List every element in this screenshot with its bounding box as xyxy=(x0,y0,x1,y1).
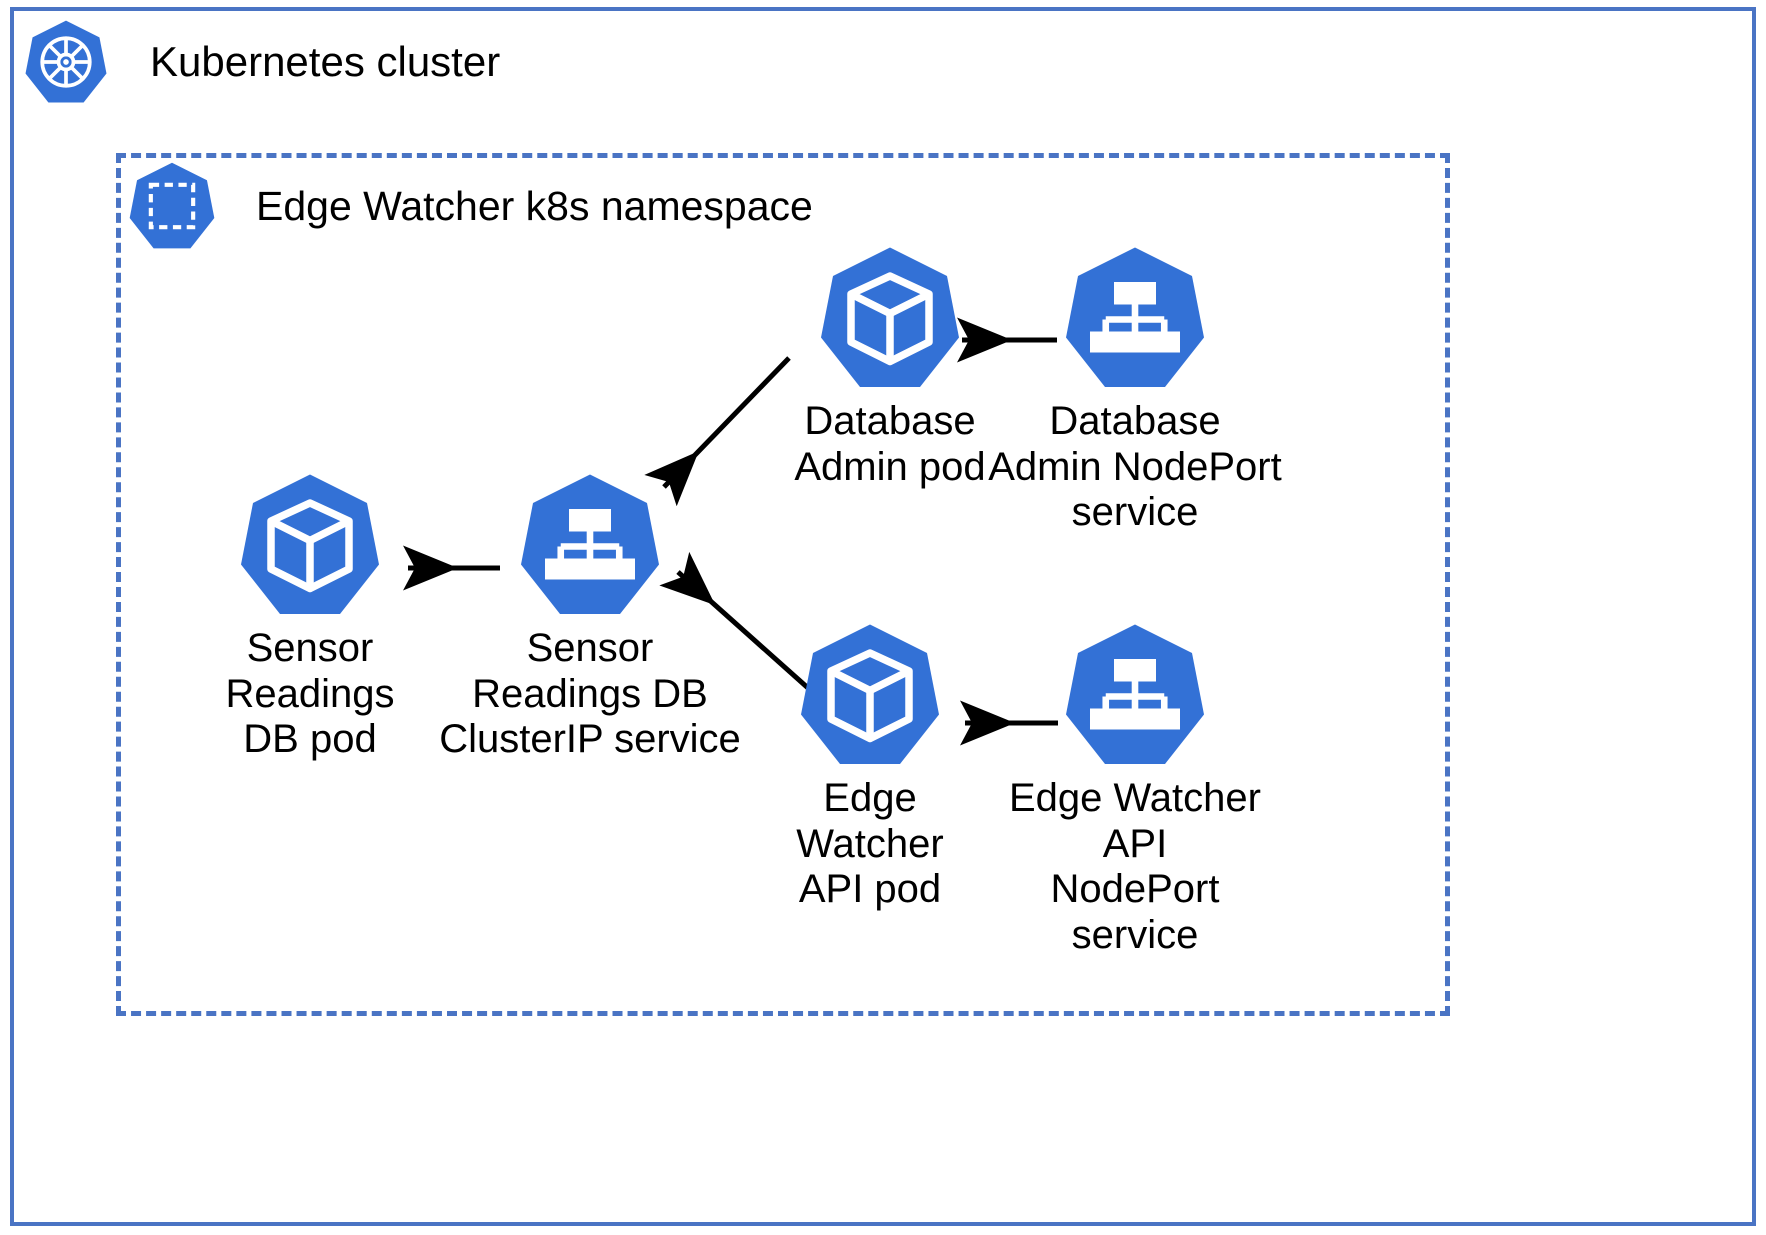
service-hierarchy-icon xyxy=(1060,243,1210,393)
namespace-icon xyxy=(126,160,218,252)
node-edge-watcher-api-pod[interactable]: Edge Watcher API pod xyxy=(745,620,995,913)
namespace-header: Edge Watcher k8s namespace xyxy=(126,160,813,252)
node-label: Sensor Readings DB pod xyxy=(225,626,395,762)
node-label: Database Admin pod xyxy=(794,399,986,489)
kubernetes-helm-wheel-icon xyxy=(22,18,110,106)
node-label: Edge Watcher API NodePort service xyxy=(1009,776,1261,957)
cluster-header: Kubernetes cluster xyxy=(22,18,500,106)
node-label: Sensor Readings DB ClusterIP service xyxy=(439,626,741,762)
node-label: Database Admin NodePort service xyxy=(988,399,1282,535)
node-label: Edge Watcher API pod xyxy=(796,776,944,912)
namespace-title: Edge Watcher k8s namespace xyxy=(256,182,813,229)
pod-cube-icon xyxy=(795,620,945,770)
node-edge-watcher-api-nodeport-service[interactable]: Edge Watcher API NodePort service xyxy=(990,620,1280,958)
node-sensor-readings-db-pod[interactable]: Sensor Readings DB pod xyxy=(185,470,435,763)
cluster-title: Kubernetes cluster xyxy=(150,38,501,85)
pod-cube-icon xyxy=(815,243,965,393)
kubernetes-cluster-boundary xyxy=(10,7,1756,1226)
service-hierarchy-icon xyxy=(1060,620,1210,770)
service-hierarchy-icon xyxy=(515,470,665,620)
pod-cube-icon xyxy=(235,470,385,620)
node-sensor-readings-db-clusterip-service[interactable]: Sensor Readings DB ClusterIP service xyxy=(430,470,750,763)
node-database-admin-pod[interactable]: Database Admin pod xyxy=(740,243,1040,490)
edge-watcher-namespace-boundary xyxy=(116,153,1450,1016)
node-database-admin-nodeport-service[interactable]: Database Admin NodePort service xyxy=(985,243,1285,536)
